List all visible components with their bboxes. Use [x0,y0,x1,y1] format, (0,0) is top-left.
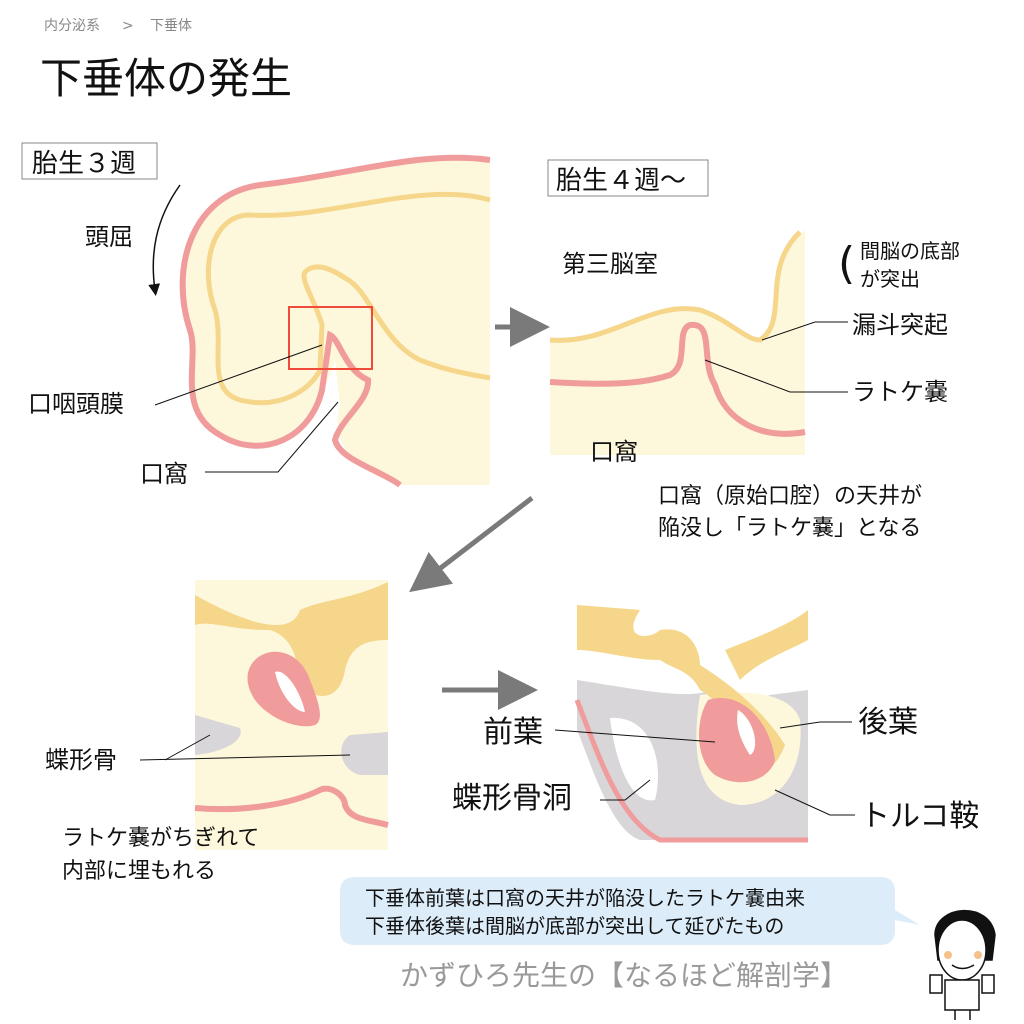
stage-label-box [547,159,709,197]
brand-label: かずひろ先生の【なるほど解剖学】 [400,959,848,992]
membrane-label: 口咽頭膜 [28,390,124,418]
ectoderm-outline [549,321,806,437]
anterior-lobe [698,698,775,783]
ectoderm-outline [194,785,389,828]
anterior-label: 前葉 [483,715,543,750]
infundibulum-label: 漏斗突起 [852,311,948,339]
note-line-1: 間脳の底部 [860,239,960,263]
head-flexure-arrow [148,184,181,296]
stage-label-box [21,142,158,180]
breadcrumb-separator: > [122,18,134,34]
infundibulum-leader [761,321,848,341]
panel-adult: 前葉 後葉 蝶形骨洞 トルコ鞍 [452,605,979,843]
sinus-label: 蝶形骨洞 [452,781,572,816]
sinus-cavity [610,717,658,801]
tissue-fill [550,230,805,455]
stomodeum-label: 口窩 [590,438,638,466]
neural-region [195,582,388,696]
rathke-label: ラトケ嚢 [852,378,948,406]
bubble-shape [340,877,920,945]
stage-label: 胎生３週 [32,149,136,179]
posterior-label: 後葉 [858,705,918,740]
membrane-leader [154,344,323,406]
panel-week3: 胎生３週 頭屈 口咽頭膜 口窩 [21,142,491,488]
sinus-leader [600,779,651,801]
breadcrumb-current[interactable]: 下垂体 [150,18,192,34]
caption-line-1: 口窩（原始口腔）の天井が [658,484,922,509]
stomodeum-label: 口窩 [140,460,188,488]
panel-week4: 胎生４週〜 第三脳室 ( 間脳の底部 が突出 漏斗突起 ラトケ嚢 口窩 口窩（原… [547,159,960,541]
sella-leader [774,789,855,816]
sella-label: トルコ鞍 [860,799,979,834]
neural-tube-outline [206,191,491,406]
note-bracket-left: ( [838,238,855,289]
summary-bubble: 下垂体前葉は口窩の天井が陥没したラトケ嚢由来 下垂体後葉は間脳が底部が突出して延… [340,877,920,945]
ectoderm-outline [574,699,808,843]
stomodeum-leader [205,401,339,473]
mascot-avatar [929,909,996,1020]
anterior-cleft [737,710,756,755]
summary-line-1: 下垂体前葉は口窩の天井が陥没したラトケ嚢由来 [365,886,805,910]
panel-separation: 蝶形骨 ラトケ嚢がちぎれて 内部に埋もれる [45,580,389,884]
summary-line-2: 下垂体後葉は間脳が底部が突出して延びたもの [365,914,784,938]
caption-line-2: 内部に埋もれる [62,859,216,884]
ventricle-label: 第三脳室 [562,250,658,278]
anterior-leader [554,729,716,743]
rathke-cleft [275,671,305,712]
posterior-leader [779,721,852,729]
sphenoid-right [341,732,388,775]
neural-outline [549,230,802,343]
sphenoid-label: 蝶形骨 [45,746,117,774]
caption-line-2: 陥没し「ラトケ嚢」となる [658,516,921,541]
ectoderm-outline [179,154,491,488]
page-title: 下垂体の発生 [40,54,292,103]
head-flexure-label: 頭屈 [85,223,133,251]
caption-line-1: ラトケ嚢がちぎれて [62,826,259,851]
sphenoid-leader [164,734,211,761]
sphenoid-leader-2 [139,754,351,761]
stage-label: 胎生４週〜 [556,166,686,196]
note-line-2: が突出 [860,267,920,291]
sphenoid-left [195,715,241,755]
focus-box [288,306,373,370]
breadcrumb-parent[interactable]: 内分泌系 [44,18,100,34]
rathke-leader [704,359,848,393]
arrow-2-to-3 [409,496,534,593]
